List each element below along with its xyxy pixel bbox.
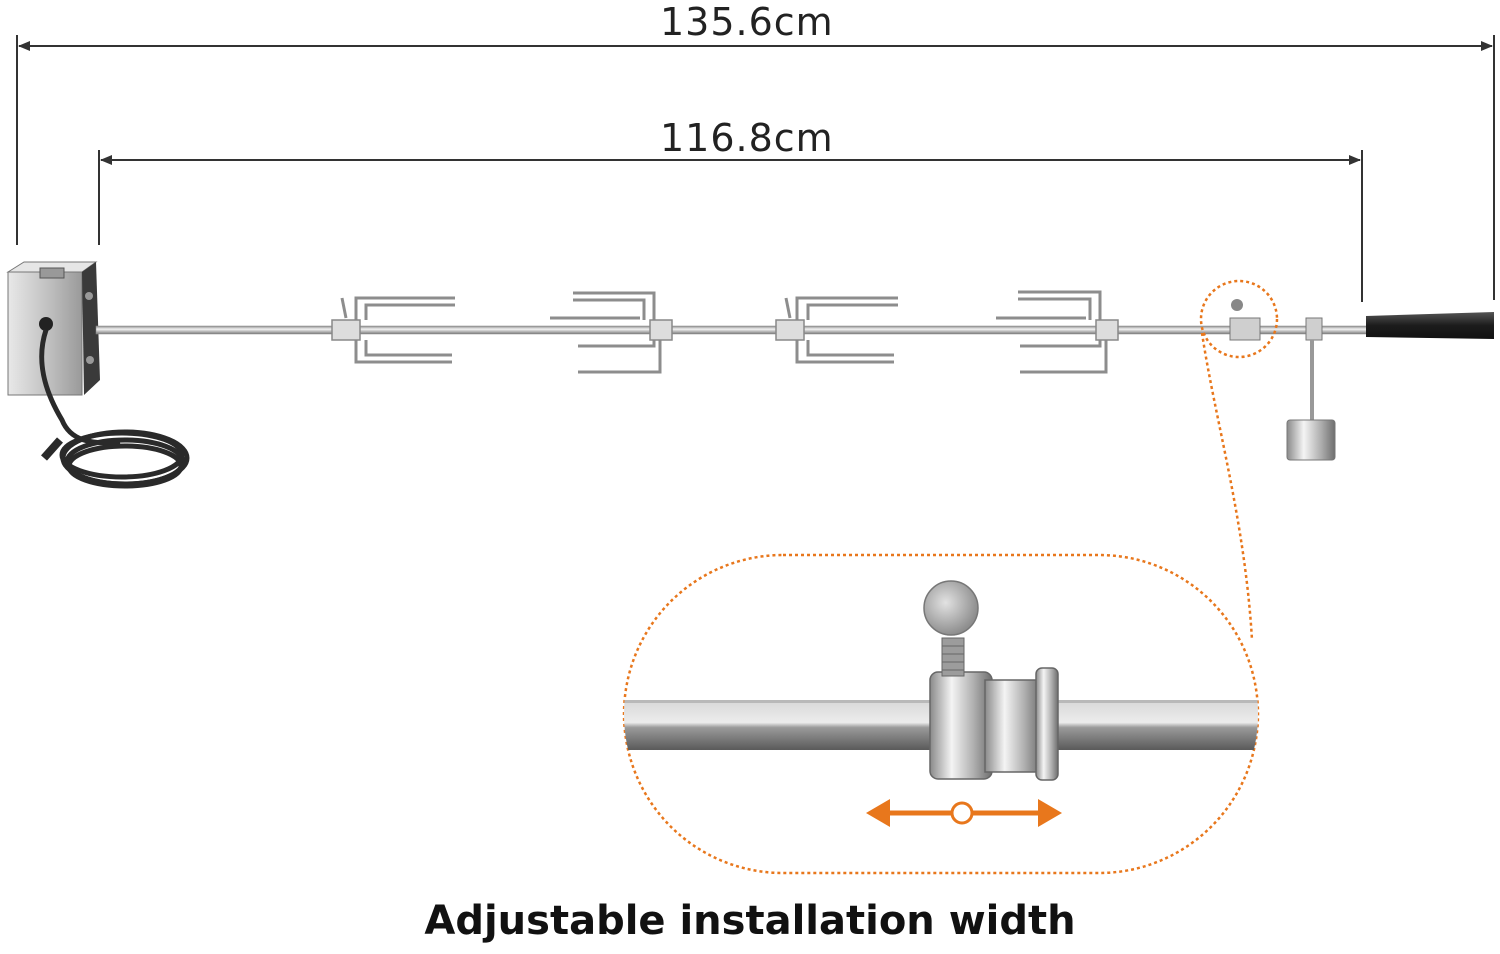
collar-detail — [624, 580, 1258, 827]
meat-fork — [550, 291, 673, 374]
zoom-callout — [622, 279, 1279, 875]
inner-length-label: 116.8cm — [660, 116, 834, 160]
adjustable-collar-small — [1229, 299, 1261, 341]
handle — [1366, 312, 1494, 339]
meat-fork — [331, 296, 455, 364]
overall-dimension — [16, 35, 1495, 300]
meat-fork — [996, 290, 1119, 374]
spit-rod — [95, 325, 1369, 335]
caption: Adjustable installation width — [424, 898, 1076, 944]
inner-dimension — [98, 150, 1363, 302]
overall-length-label: 135.6cm — [660, 0, 834, 44]
counterweight — [1286, 317, 1336, 461]
meat-fork — [775, 296, 898, 364]
double-arrow-icon — [866, 799, 1062, 827]
power-cord — [39, 329, 190, 489]
motor-box — [6, 261, 100, 396]
